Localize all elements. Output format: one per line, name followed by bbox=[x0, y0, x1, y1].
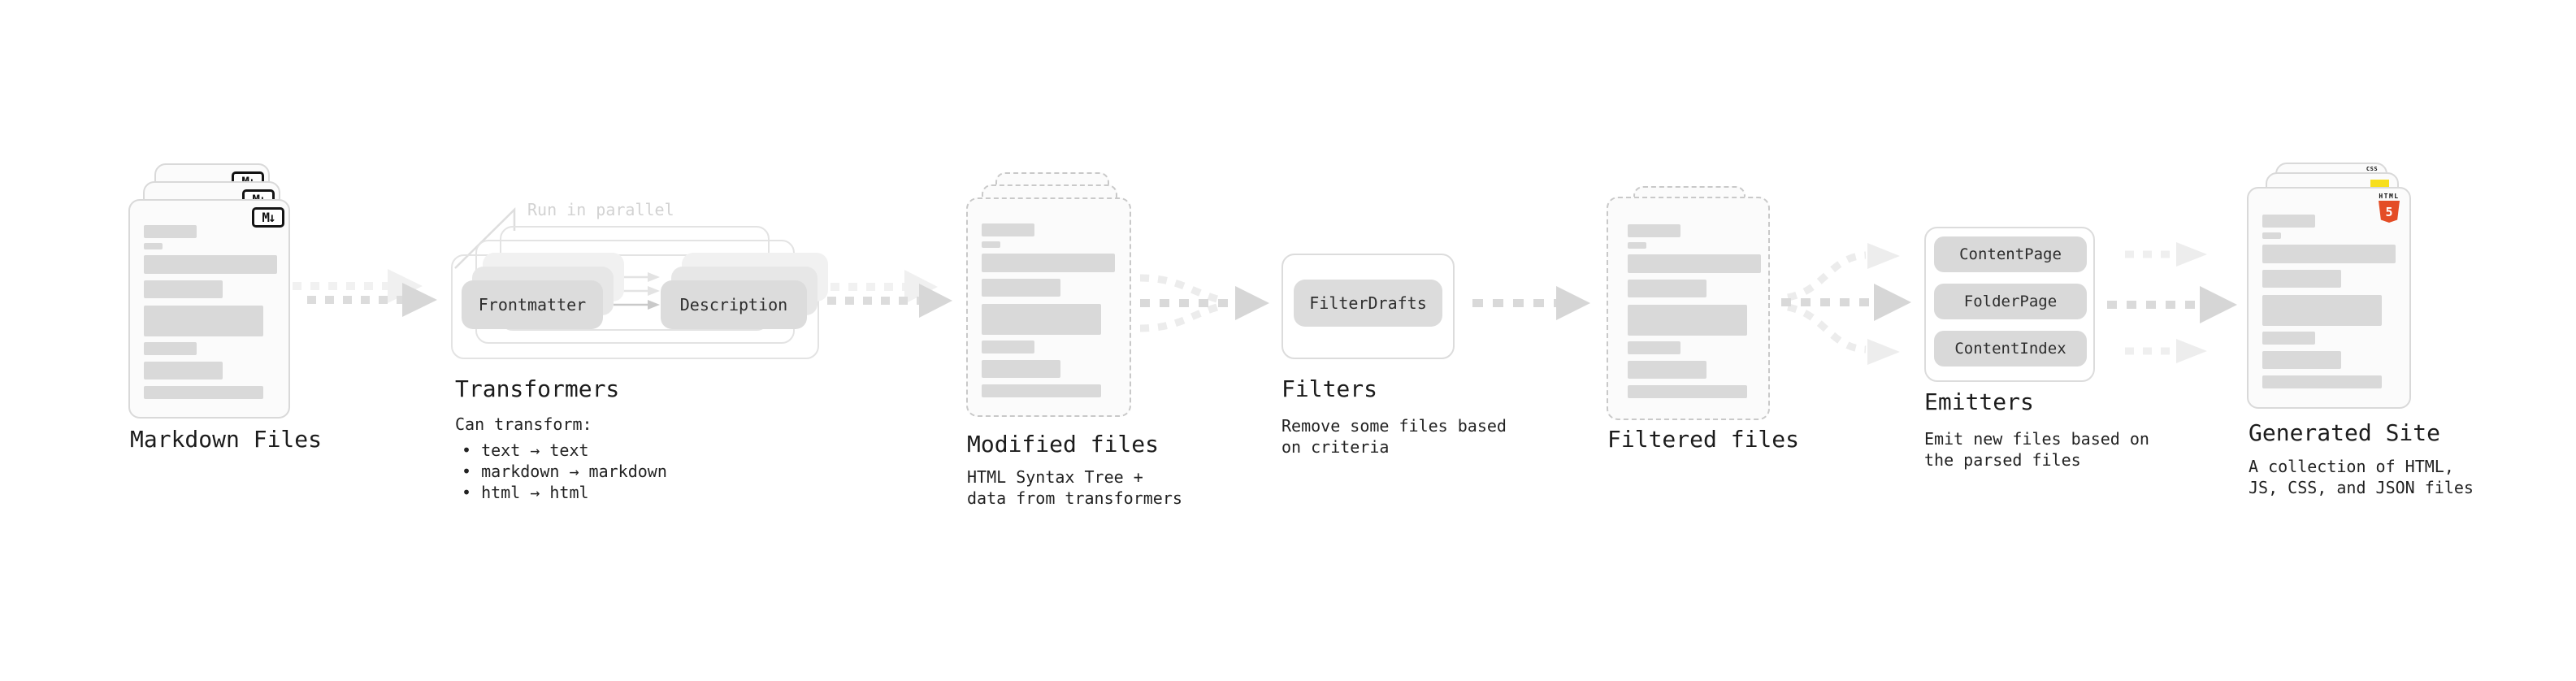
text-line-placeholder bbox=[1628, 361, 1706, 379]
text-line-placeholder bbox=[982, 340, 1034, 354]
text-line-placeholder bbox=[144, 362, 223, 380]
modified-subtitle-line: HTML Syntax Tree + bbox=[967, 467, 1143, 487]
text-line-placeholder bbox=[2262, 375, 2382, 388]
text-line-placeholder bbox=[144, 225, 197, 238]
text-line-placeholder bbox=[982, 254, 1115, 272]
text-line-placeholder bbox=[1628, 385, 1747, 398]
text-line-placeholder bbox=[144, 243, 163, 249]
arrow-filters-to-filtered bbox=[1472, 286, 1590, 320]
emitter-pill-contentindex: ContentIndex bbox=[1934, 331, 2087, 367]
text-line-placeholder bbox=[982, 304, 1101, 335]
emitter-pill-contentpage: ContentPage bbox=[1934, 236, 2087, 272]
modified-doc-front bbox=[966, 197, 1131, 417]
text-line-placeholder bbox=[144, 342, 197, 355]
doc-text-placeholder bbox=[982, 223, 1120, 410]
text-line-placeholder bbox=[2262, 245, 2396, 263]
text-line-placeholder bbox=[2262, 332, 2315, 345]
arrow-emitters-to-generated bbox=[2107, 242, 2237, 363]
emitter-pill-folderpage: FolderPage bbox=[1934, 284, 2087, 319]
transformer-pill-description: Description bbox=[661, 280, 807, 329]
text-line-placeholder bbox=[144, 280, 223, 298]
arrow-filtered-to-emitters bbox=[1781, 243, 1911, 365]
text-line-placeholder bbox=[1628, 224, 1680, 237]
text-line-placeholder bbox=[1628, 341, 1680, 354]
run-in-parallel-note: Run in parallel bbox=[527, 200, 674, 219]
stage-title-emitters: Emitters bbox=[1924, 388, 2034, 415]
text-line-placeholder bbox=[1628, 242, 1646, 249]
stage-title-filters: Filters bbox=[1281, 375, 1378, 402]
transformers-bullet: • text → text bbox=[462, 440, 589, 460]
text-line-placeholder bbox=[2262, 295, 2382, 326]
transformers-bullet: • markdown → markdown bbox=[462, 462, 667, 481]
text-line-placeholder bbox=[982, 360, 1060, 378]
generated-subtitle-line: A collection of HTML, bbox=[2249, 457, 2454, 476]
text-line-placeholder bbox=[1628, 280, 1706, 297]
markdown-doc-front: M↓ bbox=[128, 199, 290, 419]
doc-text-placeholder bbox=[1628, 224, 1766, 411]
stage-title-generated: Generated Site bbox=[2249, 419, 2441, 446]
stage-title-transformers: Transformers bbox=[455, 375, 620, 402]
doc-text-placeholder bbox=[144, 225, 282, 412]
text-line-placeholder bbox=[2262, 351, 2341, 369]
arrow-markdown-to-transformers bbox=[293, 269, 437, 317]
text-line-placeholder bbox=[1628, 305, 1747, 336]
stage-title-markdown: Markdown Files bbox=[130, 426, 323, 453]
arrow-modified-to-filters bbox=[1139, 274, 1269, 332]
arrow-transformers-to-modified bbox=[813, 270, 952, 318]
filters-subtitle-line: on criteria bbox=[1281, 437, 1390, 457]
text-line-placeholder bbox=[982, 279, 1060, 297]
html5-icon: HTML 5 bbox=[2377, 193, 2401, 223]
text-line-placeholder bbox=[2262, 215, 2315, 228]
text-line-placeholder bbox=[982, 223, 1034, 236]
markdown-icon: M↓ bbox=[252, 207, 284, 228]
text-line-placeholder bbox=[144, 386, 263, 399]
filter-pill-filterdrafts: FilterDrafts bbox=[1294, 280, 1442, 327]
text-line-placeholder bbox=[2262, 270, 2341, 288]
transformers-bullet: • html → html bbox=[462, 483, 589, 502]
generated-doc-html: HTML 5 bbox=[2247, 187, 2411, 409]
filters-subtitle-line: Remove some files based bbox=[1281, 416, 1507, 436]
generated-subtitle-line: JS, CSS, and JSON files bbox=[2249, 478, 2474, 497]
stage-title-filtered: Filtered files bbox=[1607, 426, 1800, 453]
text-line-placeholder bbox=[144, 255, 277, 274]
text-line-placeholder bbox=[2262, 232, 2281, 239]
transformer-pill-frontmatter: Frontmatter bbox=[462, 280, 603, 329]
stage-title-modified: Modified files bbox=[967, 431, 1160, 458]
transformers-desc-heading: Can transform: bbox=[455, 414, 592, 434]
emitters-subtitle-line: Emit new files based on bbox=[1924, 429, 2149, 449]
transformer-frame-front bbox=[451, 254, 819, 359]
text-line-placeholder bbox=[144, 306, 263, 336]
emitters-subtitle-line: the parsed files bbox=[1924, 450, 2081, 470]
text-line-placeholder bbox=[982, 241, 1000, 248]
modified-subtitle-line: data from transformers bbox=[967, 488, 1182, 508]
text-line-placeholder bbox=[982, 384, 1101, 397]
doc-text-placeholder bbox=[2262, 215, 2400, 401]
filtered-doc-front bbox=[1607, 197, 1770, 420]
text-line-placeholder bbox=[1628, 254, 1761, 273]
